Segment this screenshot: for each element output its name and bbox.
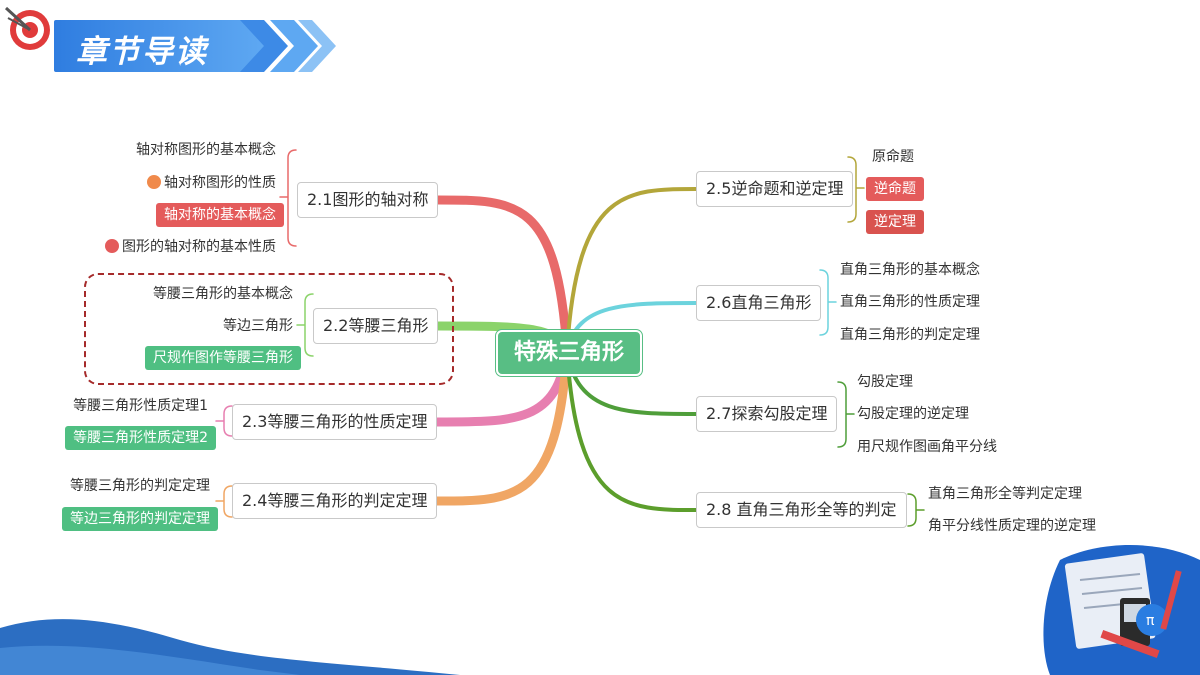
leaf-2-4-b[interactable]: 等边三角形的判定定理 bbox=[62, 507, 218, 531]
wave-decoration bbox=[0, 619, 460, 675]
branch-2-3[interactable]: 2.3等腰三角形的性质定理 bbox=[232, 404, 438, 440]
brace-2-4 bbox=[215, 485, 233, 518]
leaf-2-7-a[interactable]: 勾股定理 bbox=[857, 374, 913, 390]
flag-icon bbox=[105, 239, 119, 253]
leaf-2-8-b[interactable]: 角平分线性质定理的逆定理 bbox=[928, 518, 1096, 534]
highlight-box bbox=[84, 273, 454, 385]
brace-2-1 bbox=[279, 149, 297, 247]
branch-2-8[interactable]: 2.8 直角三角形全等的判定 bbox=[696, 492, 907, 528]
leaf-2-2-b[interactable]: 等边三角形 bbox=[223, 318, 293, 334]
leaf-2-1-a[interactable]: 轴对称图形的基本概念 bbox=[136, 142, 276, 158]
leaf-2-6-c[interactable]: 直角三角形的判定定理 bbox=[840, 327, 980, 343]
leaf-2-5-b[interactable]: 逆命题 bbox=[866, 177, 924, 201]
branch-2-2[interactable]: 2.2等腰三角形 bbox=[313, 308, 439, 344]
leaf-2-1-b[interactable]: 轴对称图形的性质 bbox=[147, 175, 276, 190]
branch-2-6[interactable]: 2.6直角三角形 bbox=[696, 285, 822, 321]
leaf-2-2-a[interactable]: 等腰三角形的基本概念 bbox=[153, 286, 293, 302]
connector-right-1 bbox=[565, 187, 698, 353]
branch-2-1[interactable]: 2.1图形的轴对称 bbox=[297, 182, 439, 218]
leaf-2-2-c[interactable]: 尺规作图作等腰三角形 bbox=[145, 346, 301, 370]
leaf-2-3-a[interactable]: 等腰三角形性质定理1 bbox=[73, 398, 208, 414]
leaf-2-4-a[interactable]: 等腰三角形的判定定理 bbox=[70, 478, 210, 494]
branch-2-4[interactable]: 2.4等腰三角形的判定定理 bbox=[232, 483, 438, 519]
svg-text:π: π bbox=[1146, 613, 1155, 629]
leaf-2-7-b[interactable]: 勾股定理的逆定理 bbox=[857, 406, 969, 422]
brace-2-8 bbox=[907, 493, 925, 527]
leaf-2-1-c[interactable]: 轴对称的基本概念 bbox=[156, 203, 284, 227]
brace-2-3 bbox=[215, 405, 233, 437]
stationery-illustration: π bbox=[1043, 545, 1200, 675]
leaf-2-1-d-text: 图形的轴对称的基本性质 bbox=[122, 239, 276, 255]
leaf-2-8-a[interactable]: 直角三角形全等判定定理 bbox=[928, 486, 1082, 502]
connector-left-1 bbox=[433, 195, 572, 356]
branch-2-5[interactable]: 2.5逆命题和逆定理 bbox=[696, 171, 854, 207]
title-banner bbox=[54, 20, 264, 72]
brace-2-7 bbox=[837, 381, 855, 448]
central-topic[interactable]: 特殊三角形 bbox=[496, 330, 642, 376]
target-icon bbox=[4, 6, 50, 50]
brace-2-6 bbox=[819, 269, 837, 336]
leaf-2-7-c[interactable]: 用尺规作图画角平分线 bbox=[857, 439, 997, 455]
branch-2-7[interactable]: 2.7探索勾股定理 bbox=[696, 396, 838, 432]
leaf-2-6-a[interactable]: 直角三角形的基本概念 bbox=[840, 262, 980, 278]
page-title: 章节导读 bbox=[76, 34, 208, 70]
leaf-2-3-b[interactable]: 等腰三角形性质定理2 bbox=[65, 426, 216, 450]
leaf-2-5-a[interactable]: 原命题 bbox=[872, 149, 914, 165]
chevron-arrows-icon bbox=[240, 20, 336, 72]
connector-left-4 bbox=[432, 346, 572, 506]
brace-2-2 bbox=[296, 293, 314, 357]
connector-right-4 bbox=[565, 349, 698, 512]
brace-2-5 bbox=[847, 156, 865, 223]
star-icon bbox=[147, 175, 161, 189]
leaf-2-1-b-text: 轴对称图形的性质 bbox=[164, 175, 276, 191]
leaf-2-5-c[interactable]: 逆定理 bbox=[866, 210, 924, 234]
leaf-2-6-b[interactable]: 直角三角形的性质定理 bbox=[840, 294, 980, 310]
leaf-2-1-d[interactable]: 图形的轴对称的基本性质 bbox=[105, 239, 276, 254]
